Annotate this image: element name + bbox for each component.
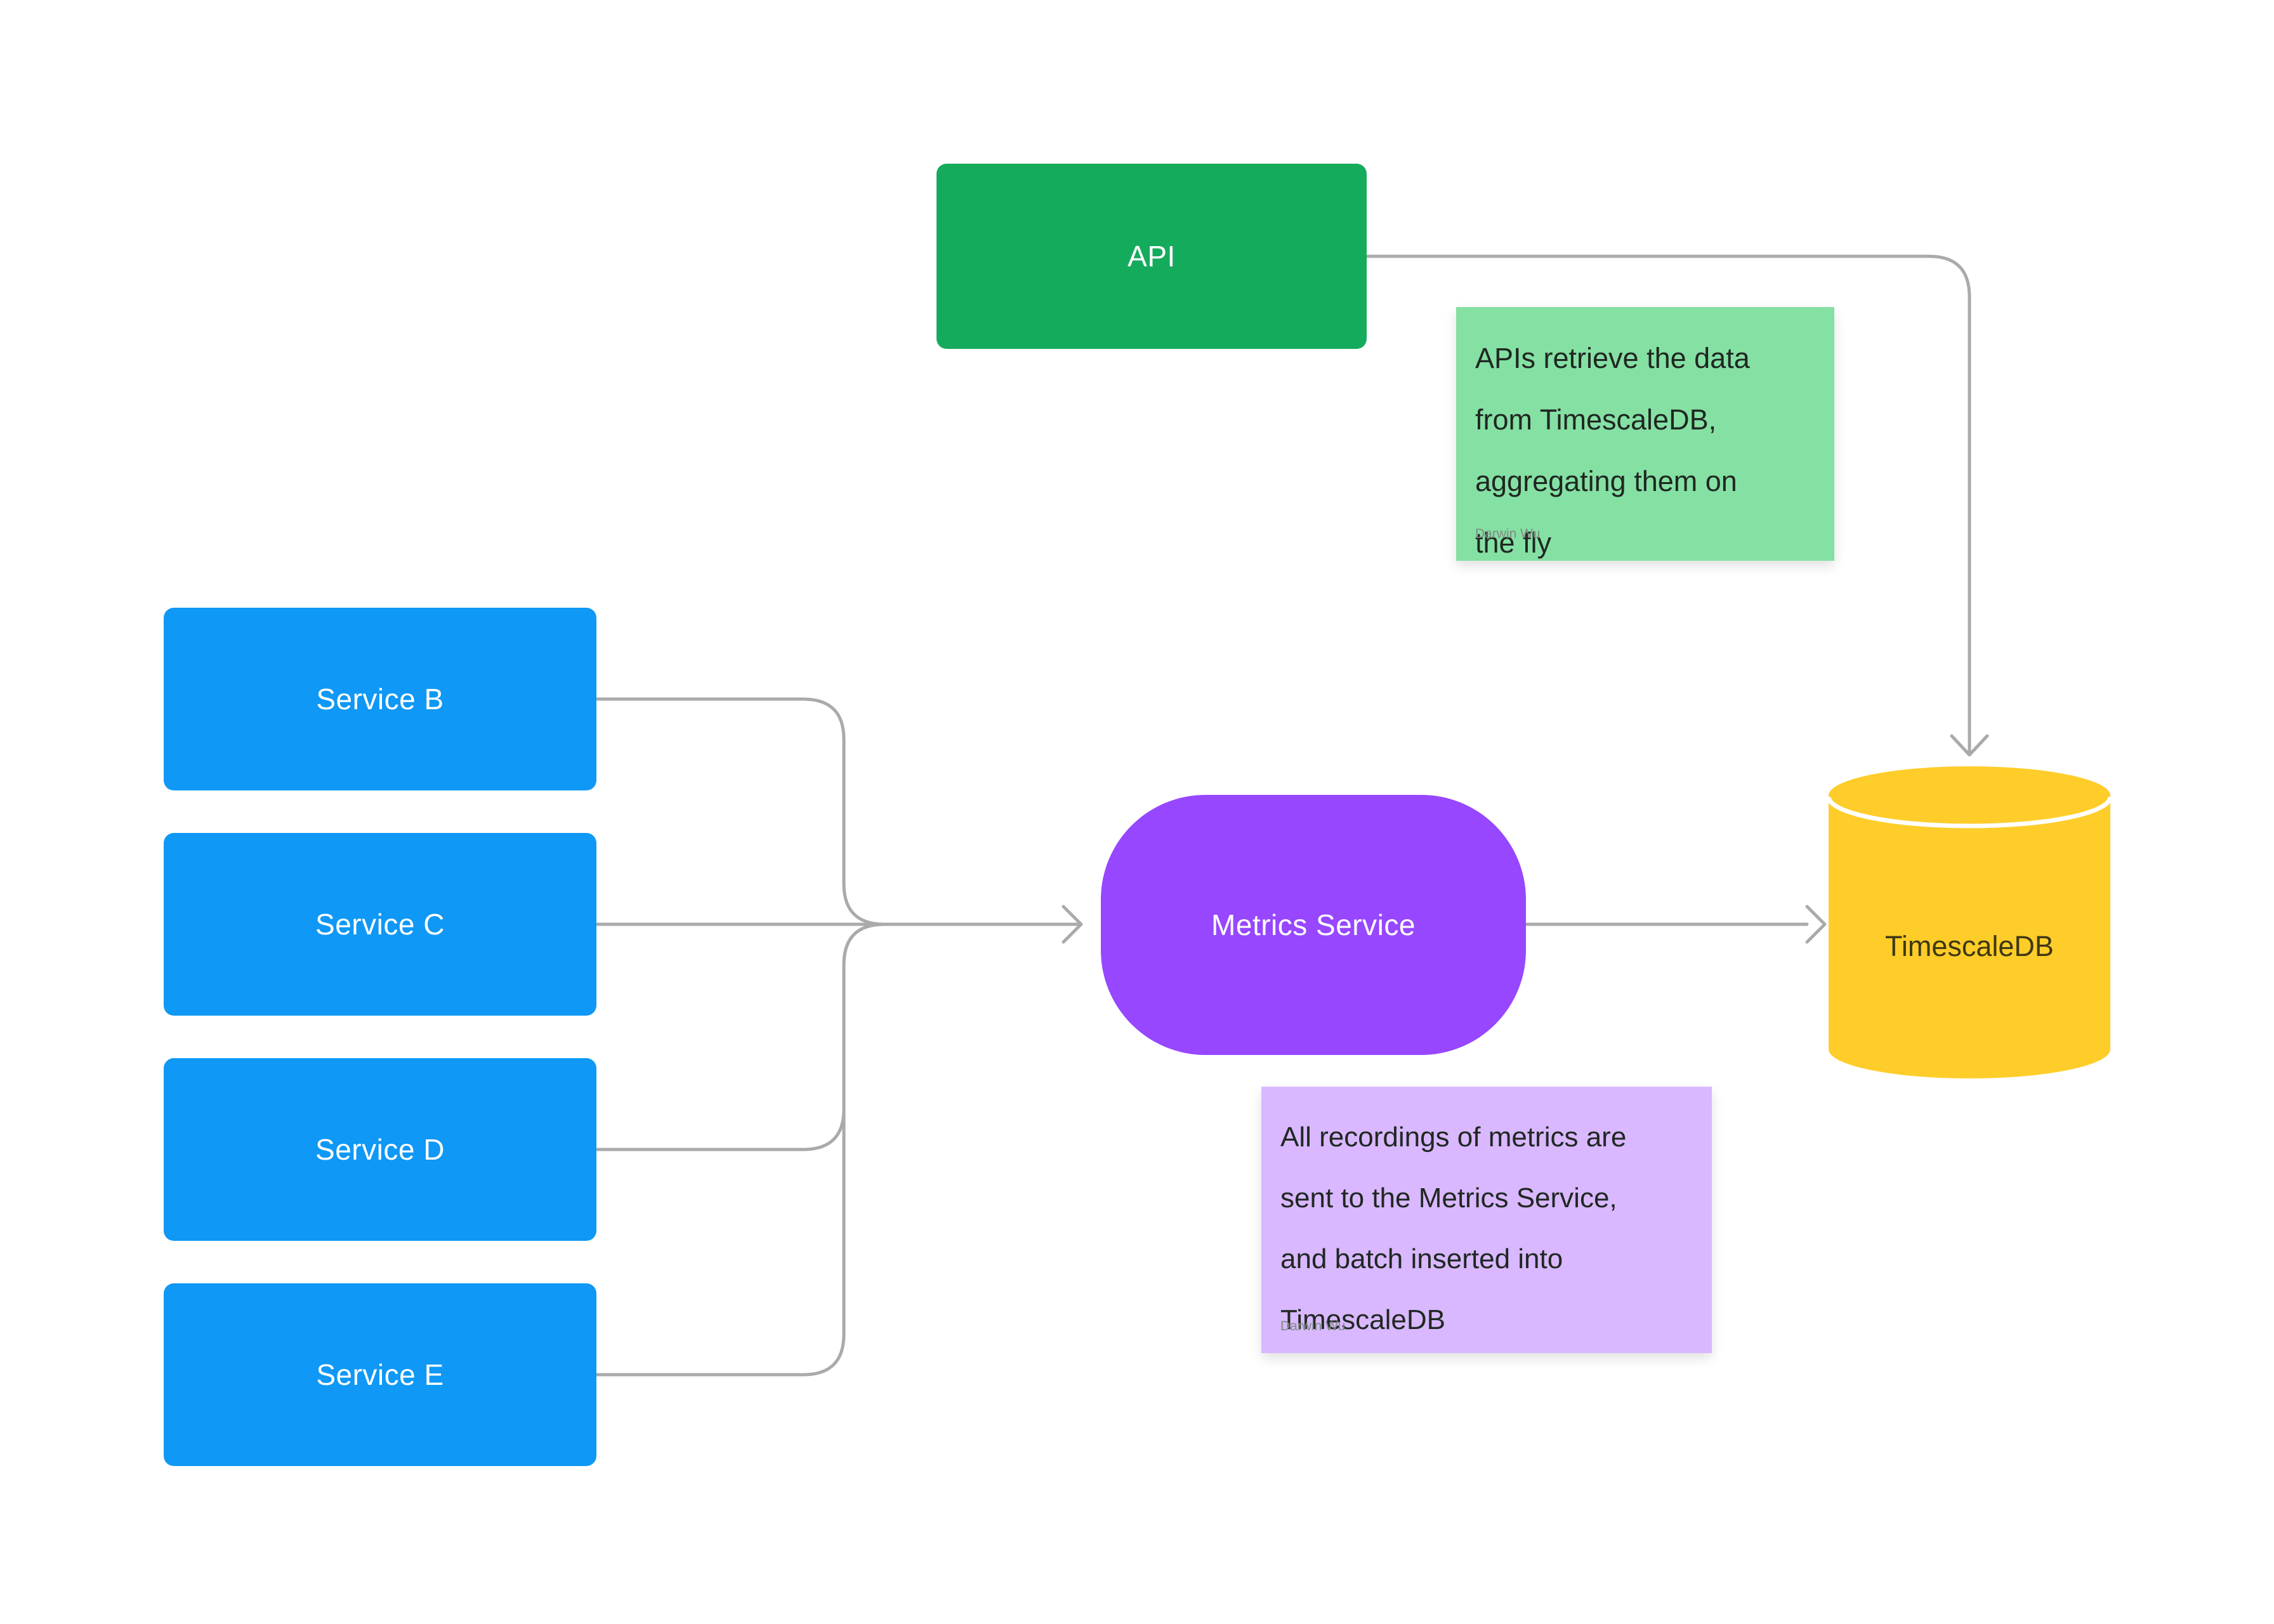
node-api: API: [937, 164, 1367, 349]
node-service-d-label: Service D: [315, 1133, 445, 1166]
sticky-note-api-author: Darwin Wu: [1475, 527, 1541, 541]
node-service-e: Service E: [164, 1283, 596, 1466]
connector-api-to-timescaledb: [1365, 254, 1971, 754]
connector-service-d: [595, 922, 886, 1151]
sticky-note-metrics-author: Darwin Wu: [1280, 1319, 1346, 1333]
node-service-e-label: Service E: [316, 1358, 444, 1391]
connector-service-b: [595, 697, 886, 926]
arrowhead-down-icon: [1950, 734, 1989, 757]
sticky-note-metrics-text: All recordings of metrics are sent to th…: [1280, 1122, 1627, 1335]
node-metrics-service-label: Metrics Service: [1211, 908, 1416, 941]
node-service-c-label: Service C: [315, 908, 445, 941]
sticky-note-api: APIs retrieve the data from TimescaleDB,…: [1456, 307, 1834, 561]
node-timescaledb-label: TimescaleDB: [1885, 930, 2054, 962]
node-service-d: Service D: [164, 1058, 596, 1241]
sticky-note-metrics: All recordings of metrics are sent to th…: [1261, 1087, 1712, 1353]
node-api-label: API: [1127, 240, 1176, 273]
node-service-b-label: Service B: [316, 683, 444, 716]
database-cylinder-shape: [1826, 766, 2113, 1078]
node-metrics-service: Metrics Service: [1101, 795, 1526, 1055]
arrowhead-right-metrics-icon: [1061, 905, 1083, 944]
node-service-c: Service C: [164, 833, 596, 1016]
sticky-note-api-text: APIs retrieve the data from TimescaleDB,…: [1475, 342, 1750, 559]
connector-service-e: [595, 922, 886, 1377]
node-service-b: Service B: [164, 608, 596, 790]
arrowhead-right-db-icon: [1805, 905, 1827, 944]
